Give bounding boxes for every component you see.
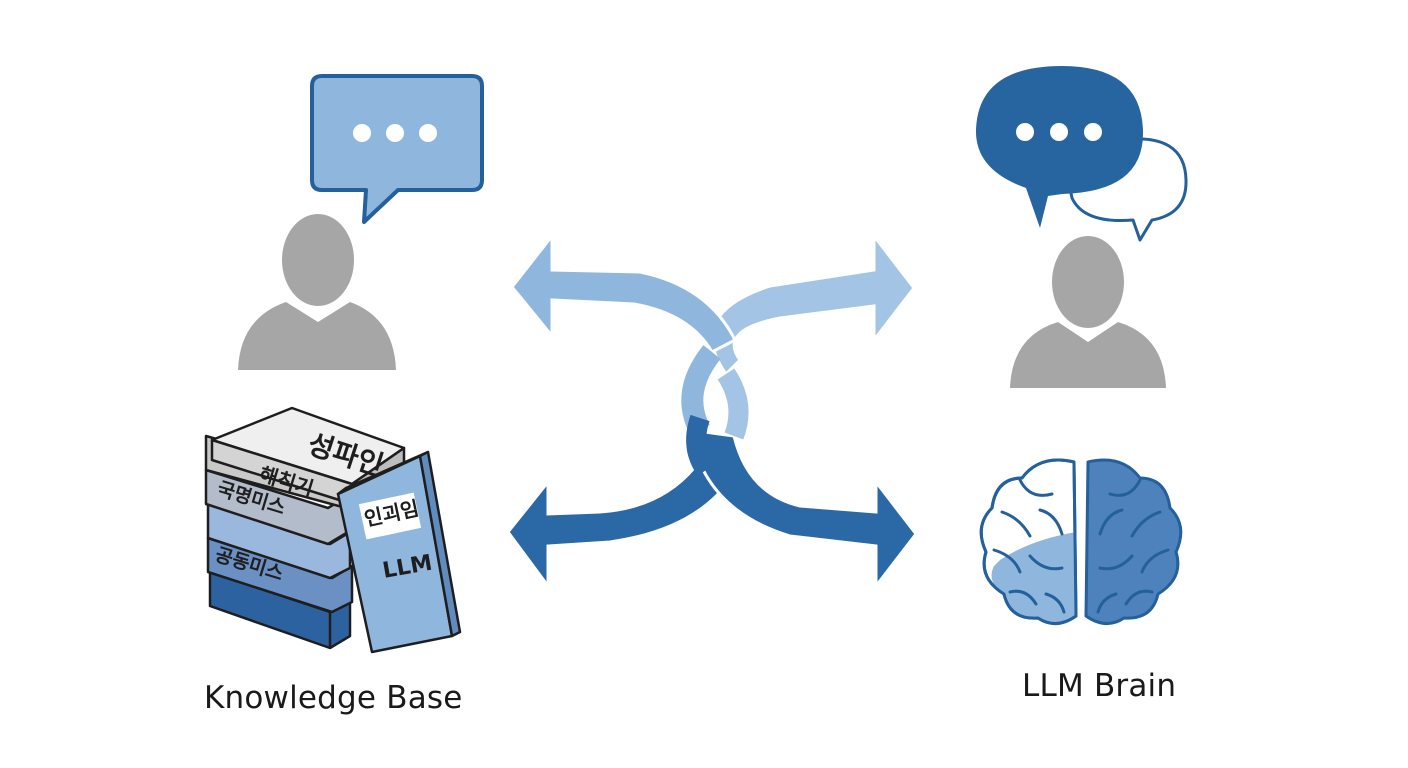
arrow-to-top-right: [710, 231, 916, 377]
arrow-to-bottom-right: [688, 428, 918, 591]
arrow-to-top-left: [510, 231, 738, 354]
knowledge-base-label: Knowledge Base: [204, 680, 463, 716]
right-person-icon: [1010, 236, 1166, 388]
left-speech-bubble-icon: [310, 74, 484, 224]
arrow-to-bottom-left: [506, 466, 733, 591]
brain-icon: [979, 458, 1183, 625]
llm-brain-label: LLM Brain: [1022, 668, 1177, 704]
right-conversation-bubbles-icon: [975, 66, 1188, 242]
left-person-icon: [238, 214, 396, 370]
exchange-arrows: [506, 231, 918, 591]
